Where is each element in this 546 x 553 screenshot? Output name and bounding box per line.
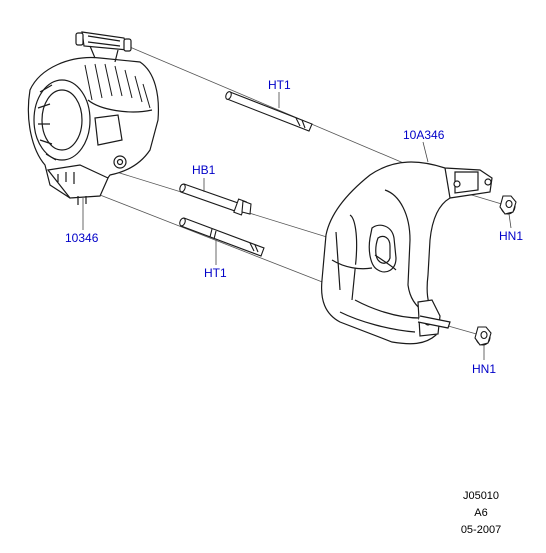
drawing-number: J05010 xyxy=(462,490,500,502)
callout-hb1: HB1 xyxy=(192,163,216,177)
callout-hn1-right: HN1 xyxy=(499,229,523,243)
assembly-line-top xyxy=(124,44,421,171)
callout-hn1-bottom: HN1 xyxy=(472,362,496,376)
bolt-hb1 xyxy=(179,183,252,216)
revision: A6 xyxy=(474,507,488,519)
drawing-date: 05-2007 xyxy=(460,524,502,536)
flange-nut-bottom xyxy=(474,326,492,346)
callout-bracket: 10A346 xyxy=(403,128,445,142)
stud-upper xyxy=(225,91,313,132)
flange-nut-right xyxy=(499,195,517,215)
leader-lines xyxy=(82,92,512,360)
callout-alternator: 10346 xyxy=(65,231,99,245)
callout-labels: HT1 HB1 HT1 10346 10A346 HN1 HN1 xyxy=(65,78,523,376)
callout-ht1-bottom: HT1 xyxy=(204,266,227,280)
alternator xyxy=(27,31,160,205)
stud-lower xyxy=(179,217,265,257)
mounting-bracket xyxy=(320,161,493,345)
leader-hn1-right xyxy=(508,213,512,229)
leader-bracket xyxy=(422,141,429,163)
assembly-line-lower xyxy=(99,194,331,286)
callout-ht1-top: HT1 xyxy=(268,78,291,92)
